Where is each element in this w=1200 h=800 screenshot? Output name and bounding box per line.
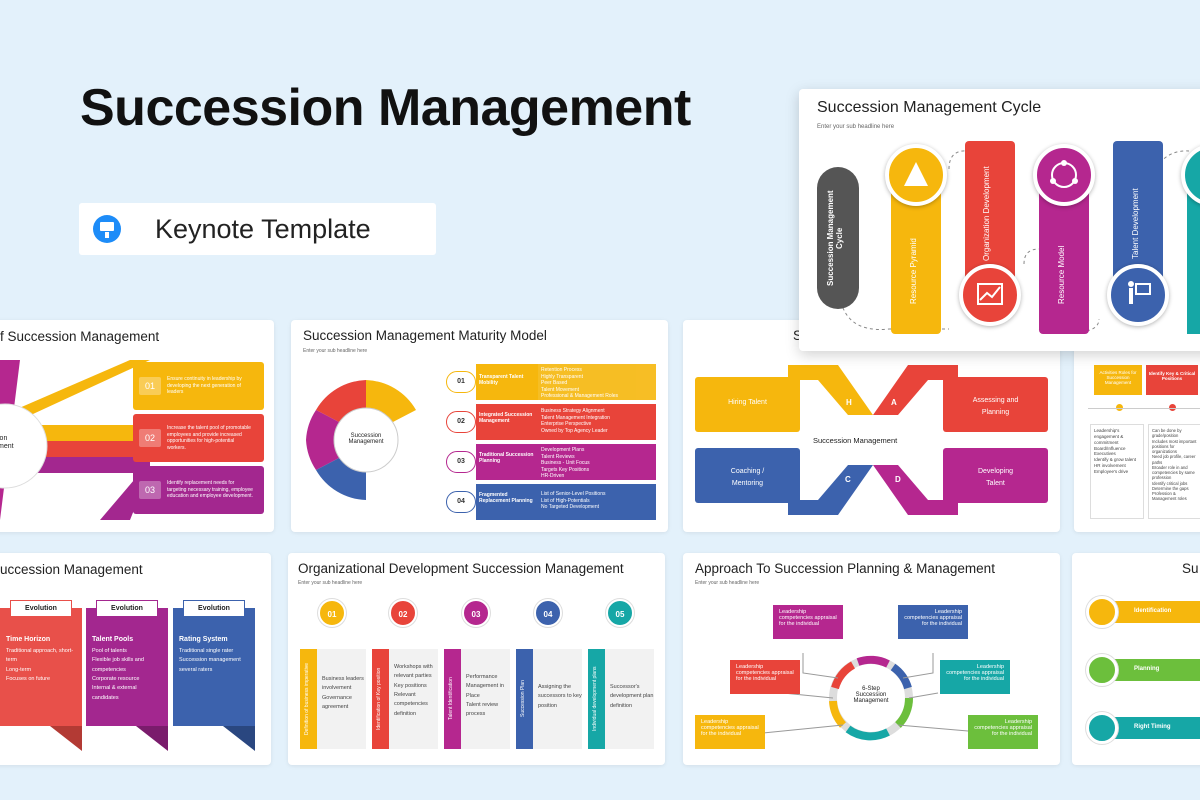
arrows-graphic <box>788 365 958 515</box>
step-box: Leadership competencies appraisal for th… <box>730 660 800 694</box>
coaching-box: Coaching / Mentoring <box>695 448 800 503</box>
step-circle: 03 <box>462 599 490 627</box>
center-label: Succession Management <box>348 433 384 445</box>
slide-thumbnail-6[interactable]: Organizational Development Succession Ma… <box>288 553 665 765</box>
slide-title: Succession Management Cycle <box>817 99 1042 116</box>
step-box: Leadership competencies appraisal for th… <box>695 715 765 749</box>
template-badge: Keynote Template <box>79 203 436 255</box>
planning-bar: Planning <box>1112 659 1200 681</box>
letter-h: H <box>846 398 852 407</box>
slide-title: uccession Management <box>0 562 143 577</box>
keynote-icon <box>93 215 121 243</box>
evolution-column: Time Horizon Traditional approach, short… <box>0 608 82 726</box>
cycle-label-pill <box>817 167 859 309</box>
maturity-row: 02 Integrated Succession Management Busi… <box>446 404 656 440</box>
slide-subtitle: Enter your sub headline here <box>695 580 760 586</box>
step-box: Leadership competencies appraisal for th… <box>898 605 968 639</box>
step-circle: 02 <box>389 599 417 627</box>
step-box: Leadership competencies appraisal for th… <box>968 715 1038 749</box>
slide-title: f Succession Management <box>0 329 160 344</box>
slide-title: Approach To Succession Planning & Manage… <box>695 561 995 576</box>
cycle-bar-label: Talent Development <box>1131 188 1140 259</box>
featured-slide[interactable]: Succession Management Cycle Enter your s… <box>799 89 1200 351</box>
six-step-ring <box>762 653 969 741</box>
maturity-row: 03 Traditional Succession Planning Devel… <box>446 444 656 480</box>
maturity-wheel <box>306 380 416 500</box>
step-circle: 04 <box>534 599 562 627</box>
evolution-tag: Evolution <box>96 600 158 617</box>
slide-subtitle: Enter your sub headline here <box>303 348 368 354</box>
maturity-row: 01 Transparent Talent Mobility Retention… <box>446 364 656 400</box>
slide-thumbnail-4[interactable]: Activities Roles for Succession Manageme… <box>1074 320 1200 532</box>
people-icon <box>1086 596 1118 628</box>
cycle-connector <box>838 150 1190 333</box>
slide-thumbnail-7[interactable]: Approach To Succession Planning & Manage… <box>683 553 1060 765</box>
slide-title: S <box>793 328 803 343</box>
cycle-bar <box>1187 169 1200 334</box>
cycle-label: Succession Management Cycle <box>826 190 844 286</box>
step-column: Succession Plan Assigning the successors… <box>516 649 582 749</box>
assessing-box: Assessing and Planning <box>943 377 1048 432</box>
step-column: Definition of business imperative Busine… <box>300 649 366 749</box>
step-column: Identification of Key position Workshops… <box>372 649 438 749</box>
center-label: 6-Step Succession Management <box>853 686 889 704</box>
step-column: Talent Identification Performance Manage… <box>444 649 510 749</box>
evolution-tag: Evolution <box>10 600 72 617</box>
reason-row: 02 Increase the talent pool of promotabl… <box>133 414 264 462</box>
slide-thumbnail-3[interactable]: S Hiring Talent Assessing and Planning C… <box>683 320 1060 532</box>
step-column: Individual development plans Successor's… <box>588 649 654 749</box>
letter-a: A <box>891 398 897 407</box>
ribbon-tails <box>50 726 255 751</box>
step-circle: 01 <box>318 599 346 627</box>
slide-thumbnail-1[interactable]: f Succession Management ion ment 01 Ensu… <box>0 320 274 532</box>
badge-label: Keynote Template <box>155 213 371 244</box>
identification-bar: Identification <box>1112 601 1200 623</box>
developing-box: Developing Talent <box>943 448 1048 503</box>
funnel-graphic <box>0 360 150 520</box>
page-title: Succession Management <box>80 79 691 137</box>
slide-subtitle: Enter your sub headline here <box>298 580 363 586</box>
clock-icon <box>1086 712 1118 744</box>
pyramid-icon <box>885 144 947 206</box>
center-label: Succession Management <box>813 436 898 445</box>
letter-c: C <box>845 475 851 484</box>
maturity-rows: 01 Transparent Talent Mobility Retention… <box>446 364 656 520</box>
slide-thumbnail-8[interactable]: Su Identification Planning Right Timing <box>1072 553 1200 765</box>
hiring-box: Hiring Talent <box>695 377 800 432</box>
reason-row: 03 Identify replacement needs for target… <box>133 466 264 514</box>
timeline-dot <box>1169 404 1176 411</box>
cycle-bar-label: Resource Model <box>1057 245 1066 304</box>
network-icon <box>1033 144 1095 206</box>
cycle-bar-label: Resource Pyramid <box>909 238 918 304</box>
presentation-icon <box>1107 264 1169 326</box>
reasons-list: 01 Ensure continuity in leadership by de… <box>133 362 264 514</box>
step-box: Leadership competencies appraisal for th… <box>940 660 1010 694</box>
slide-title: Su <box>1182 561 1199 576</box>
slide-thumbnail-5[interactable]: uccession Management Time Horizon Tradit… <box>0 553 271 765</box>
letter-d: D <box>895 475 901 484</box>
step-circle: 05 <box>606 599 634 627</box>
slide-thumbnail-2[interactable]: Succession Management Maturity Model Ent… <box>291 320 668 532</box>
reason-row: 01 Ensure continuity in leadership by de… <box>133 362 264 410</box>
slide-subtitle: Enter your sub headline here <box>817 124 895 130</box>
tag-activities: Activities Roles for Succession Manageme… <box>1094 365 1142 395</box>
timing-bar: Right Timing <box>1112 717 1200 739</box>
slide-title: Succession Management Maturity Model <box>303 328 547 343</box>
slide-title: Organizational Development Succession Ma… <box>298 561 624 576</box>
growth-chart-icon <box>959 264 1021 326</box>
tag-key-positions: Identify Key & Critical Positions <box>1146 365 1198 395</box>
step-box: Leadership competencies appraisal for th… <box>773 605 843 639</box>
meeting-icon <box>1086 654 1118 686</box>
maturity-row: 04 Fragmented Replacement Planning List … <box>446 484 656 520</box>
center-label: ion ment <box>0 435 14 450</box>
cycle-bar-label: Organization Development <box>982 166 991 261</box>
timeline-dot <box>1116 404 1123 411</box>
evolution-tag: Evolution <box>183 600 245 617</box>
